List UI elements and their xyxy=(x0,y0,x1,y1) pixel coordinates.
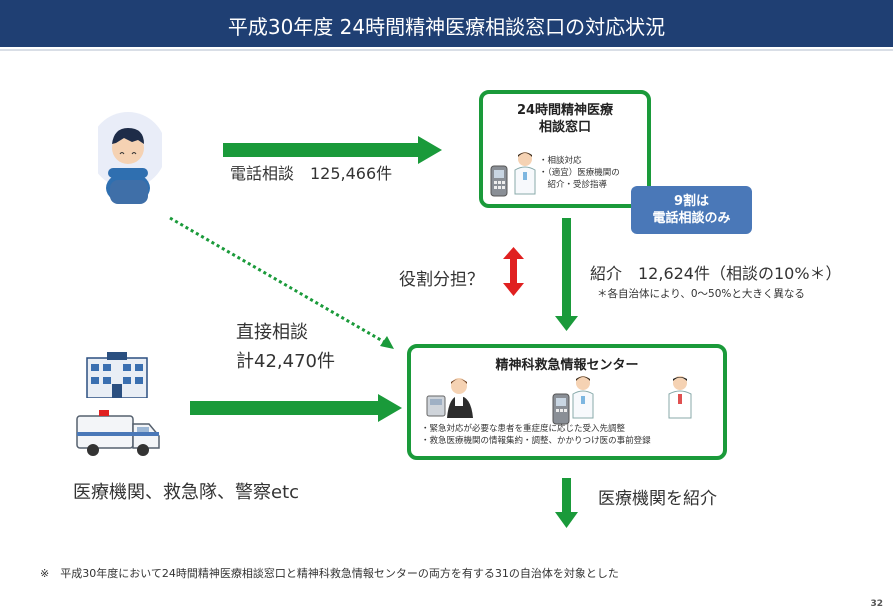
header-divider xyxy=(0,49,893,51)
direct-consult-count: 計42,470件 xyxy=(236,351,335,372)
nurse-icon xyxy=(572,376,594,419)
emergency-item-1: ・緊急対応が必要な患者を重症度に応じた受入先調整 xyxy=(421,424,626,434)
page-title: 平成30年度 24時間精神医療相談窓口の対応状況 xyxy=(227,15,666,39)
phone-consult-label: 電話相談 125,466件 xyxy=(230,164,393,183)
consult-window-box: 24時間精神医療 相談窓口 ・相談対応 ・（適宜）医療機関の 紹介・受診指導 xyxy=(479,90,651,208)
consult-item-1: ・相談対応 xyxy=(539,156,582,166)
emergency-center-box: 精神科救急情報センター ・緊急対応が必要な患者を重症度に応じた受入先調整 ・救急… xyxy=(407,344,727,460)
phone-icon xyxy=(552,393,570,425)
operator-icon xyxy=(426,378,473,418)
footnote: ※ 平成30年度において24時間精神医療相談窓口と精神科救急情報センターの両方を… xyxy=(40,567,619,580)
doctor-icon xyxy=(668,376,692,419)
page-number: 32 xyxy=(870,599,883,609)
arrow-referral-down xyxy=(555,218,578,331)
ambulance-icon xyxy=(76,410,160,456)
title-bar: 平成30年度 24時間精神医療相談窓口の対応状況 xyxy=(0,0,893,47)
phone-only-badge: 9割は 電話相談のみ xyxy=(631,186,752,234)
consult-window-title: 24時間精神医療 相談窓口 xyxy=(483,102,647,136)
arrow-hospitals-center xyxy=(190,394,402,422)
consult-item-2: ・（適宜）医療機関の xyxy=(539,168,620,178)
worried-person-icon xyxy=(98,112,162,204)
consult-window-title-line2: 相談窓口 xyxy=(538,120,591,135)
referral-note: ＊各自治体により、0～50%と大きく異なる xyxy=(597,288,805,300)
arrow-direct-dotted xyxy=(169,216,394,349)
arrow-phone-consult xyxy=(223,136,442,164)
role-share-label: 役割分担？ xyxy=(399,270,484,290)
hospitals-label: 医療機関、救急隊、警察etc xyxy=(73,482,300,503)
direct-consult-label: 直接相談 xyxy=(236,322,308,343)
phone-icon xyxy=(490,165,508,197)
badge-line1: 9割は xyxy=(673,194,710,209)
refer-medical-label: 医療機関を紹介 xyxy=(598,489,717,509)
hospital-building-icon xyxy=(86,352,148,398)
nurse-icon xyxy=(514,152,536,195)
arrow-role-share xyxy=(503,247,524,296)
emergency-item-2: ・救急医療機関の情報集約・調整、かかりつけ医の事前登録 xyxy=(421,436,651,446)
consult-window-title-line1: 24時間精神医療 xyxy=(516,103,614,118)
referral-label: 紹介 12,624件（相談の10%＊） xyxy=(590,264,842,283)
emergency-center-title: 精神科救急情報センター xyxy=(495,358,639,373)
badge-line2: 電話相談のみ xyxy=(652,211,731,226)
consult-item-3: 紹介・受診指導 xyxy=(539,180,608,190)
arrow-to-medical xyxy=(555,478,578,528)
